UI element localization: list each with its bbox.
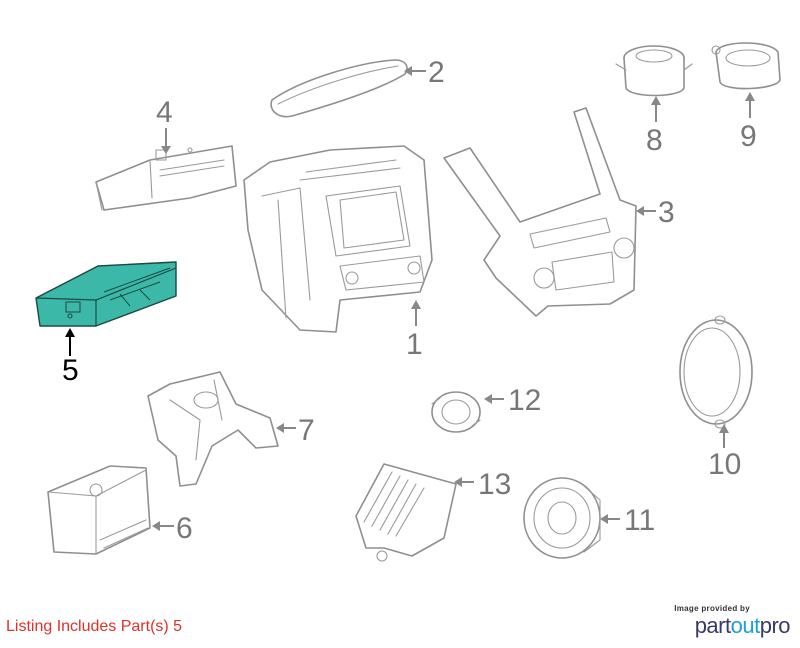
callout-2: 2	[404, 56, 445, 89]
callout-12: 12	[484, 384, 541, 417]
part-1-center-stack	[243, 145, 433, 333]
part-5-module	[35, 261, 177, 327]
svg-text:7: 7	[298, 414, 315, 447]
part-2-lid	[270, 59, 408, 118]
credit-caption: Image provided by	[674, 604, 750, 613]
callout-4: 4	[156, 96, 173, 154]
part-10-ring-speaker	[679, 315, 753, 429]
logo-part: part	[694, 613, 731, 638]
listing-note: Listing Includes Part(s) 5	[6, 618, 183, 635]
part-9-tweeter	[711, 42, 781, 90]
callout-1: 1	[406, 300, 423, 361]
svg-text:8: 8	[646, 124, 663, 157]
svg-text:11: 11	[624, 504, 655, 537]
part-13-amplifier	[355, 463, 457, 562]
part-3-bezel	[443, 107, 637, 317]
svg-text:2: 2	[428, 56, 445, 89]
callout-3: 3	[636, 196, 675, 229]
svg-text:5: 5	[62, 354, 79, 387]
callout-13: 13	[454, 468, 511, 501]
part-11-speaker	[523, 477, 601, 559]
svg-text:13: 13	[478, 468, 511, 501]
image-credit: Image provided by partoutpro	[674, 604, 790, 639]
callout-11: 11	[600, 504, 655, 537]
partoutpro-logo: partoutpro	[694, 613, 791, 638]
part-6-module	[47, 465, 151, 555]
part-8-tweeter	[615, 45, 693, 97]
callout-10: 10	[708, 424, 741, 481]
svg-text:12: 12	[508, 384, 541, 417]
svg-text:6: 6	[176, 512, 193, 545]
callout-6: 6	[152, 512, 193, 545]
svg-text:9: 9	[740, 120, 757, 153]
part-4-cd-unit	[95, 145, 237, 211]
svg-text:10: 10	[708, 448, 741, 481]
svg-text:1: 1	[406, 328, 423, 361]
callout-5: 5	[62, 328, 79, 387]
logo-pro: pro	[759, 613, 791, 638]
svg-text:3: 3	[658, 196, 675, 229]
callout-9: 9	[740, 92, 757, 153]
callout-7: 7	[276, 414, 315, 447]
part-7-bracket	[147, 371, 279, 487]
part-12-speaker	[431, 391, 481, 433]
logo-out: out	[730, 613, 761, 638]
svg-text:4: 4	[156, 96, 173, 129]
callout-8: 8	[646, 96, 663, 157]
